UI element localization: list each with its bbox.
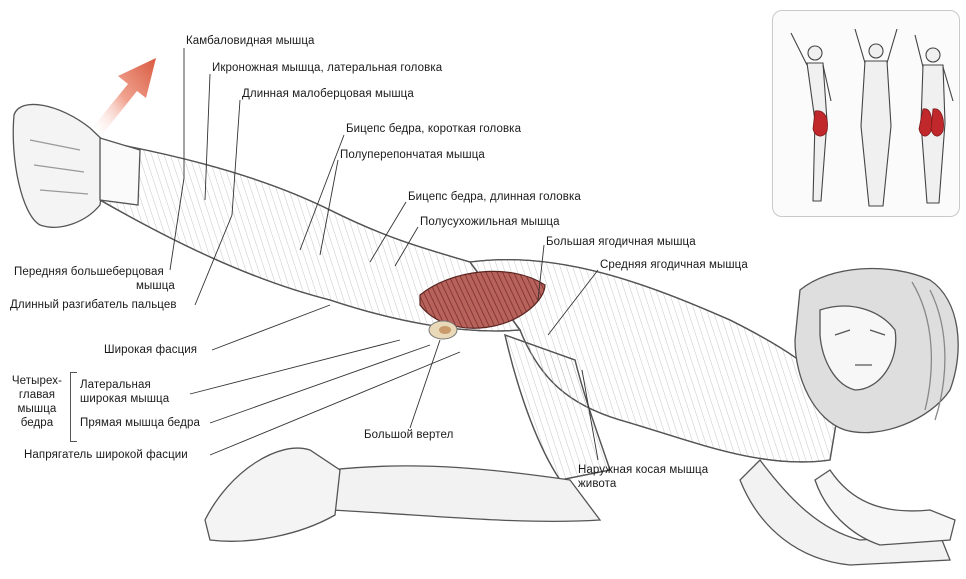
label-quadriceps-line4: бедра (8, 416, 66, 430)
label-quadriceps: Четырех- главая мышца бедра (8, 374, 66, 430)
label-soleus: Камбаловидная мышца (186, 34, 315, 48)
label-rectus-femoris: Прямая мышца бедра (80, 416, 200, 430)
label-tibialis-anterior: Передняя большеберцовая (14, 265, 164, 279)
greater-trochanter-marker (429, 321, 457, 339)
label-gluteus-medius: Средняя ягодичная мышца (600, 258, 748, 272)
label-vastus-lateralis-line2: широкая мышца (80, 392, 169, 406)
label-greater-trochanter: Большой вертел (364, 428, 453, 442)
label-biceps-femoris-long: Бицепс бедра, длинная головка (408, 190, 581, 204)
label-quadriceps-line1: Четырех- (8, 374, 66, 388)
label-tibialis-anterior-line1: Передняя большеберцовая (14, 266, 164, 278)
label-vastus-lateralis-line1: Латеральная (80, 378, 169, 392)
label-gluteus-maximus: Большая ягодичная мышца (546, 235, 696, 249)
label-quadriceps-line3: мышца (8, 402, 66, 416)
label-extensor-digitorum-longus: Длинный разгибатель пальцев (10, 298, 177, 312)
label-peroneus-longus: Длинная малоберцовая мышца (242, 87, 414, 101)
label-biceps-femoris-short: Бицепс бедра, короткая головка (346, 122, 521, 136)
label-gastrocnemius-lateral: Икроножная мышца, латеральная головка (212, 61, 442, 75)
label-tensor-fasciae-latae: Напрягатель широкой фасции (24, 448, 188, 462)
label-external-oblique: Наружная косая мышца живота (578, 463, 708, 491)
arrow-up-right-icon (92, 58, 156, 136)
label-semitendinosus: Полусухожильная мышца (420, 215, 560, 229)
label-external-oblique-line2: живота (578, 477, 708, 491)
label-tibialis-anterior-line2: мышца (136, 279, 175, 293)
anatomy-figures-icon (773, 11, 959, 216)
label-fascia-lata: Широкая фасция (104, 343, 197, 357)
label-quadriceps-line2: главая (8, 388, 66, 402)
label-semimembranosus: Полуперепончатая мышца (340, 148, 485, 162)
inset-panel (772, 10, 960, 217)
label-external-oblique-line1: Наружная косая мышца (578, 463, 708, 477)
quadriceps-bracket (70, 372, 77, 442)
label-vastus-lateralis: Латеральная широкая мышца (80, 378, 169, 406)
